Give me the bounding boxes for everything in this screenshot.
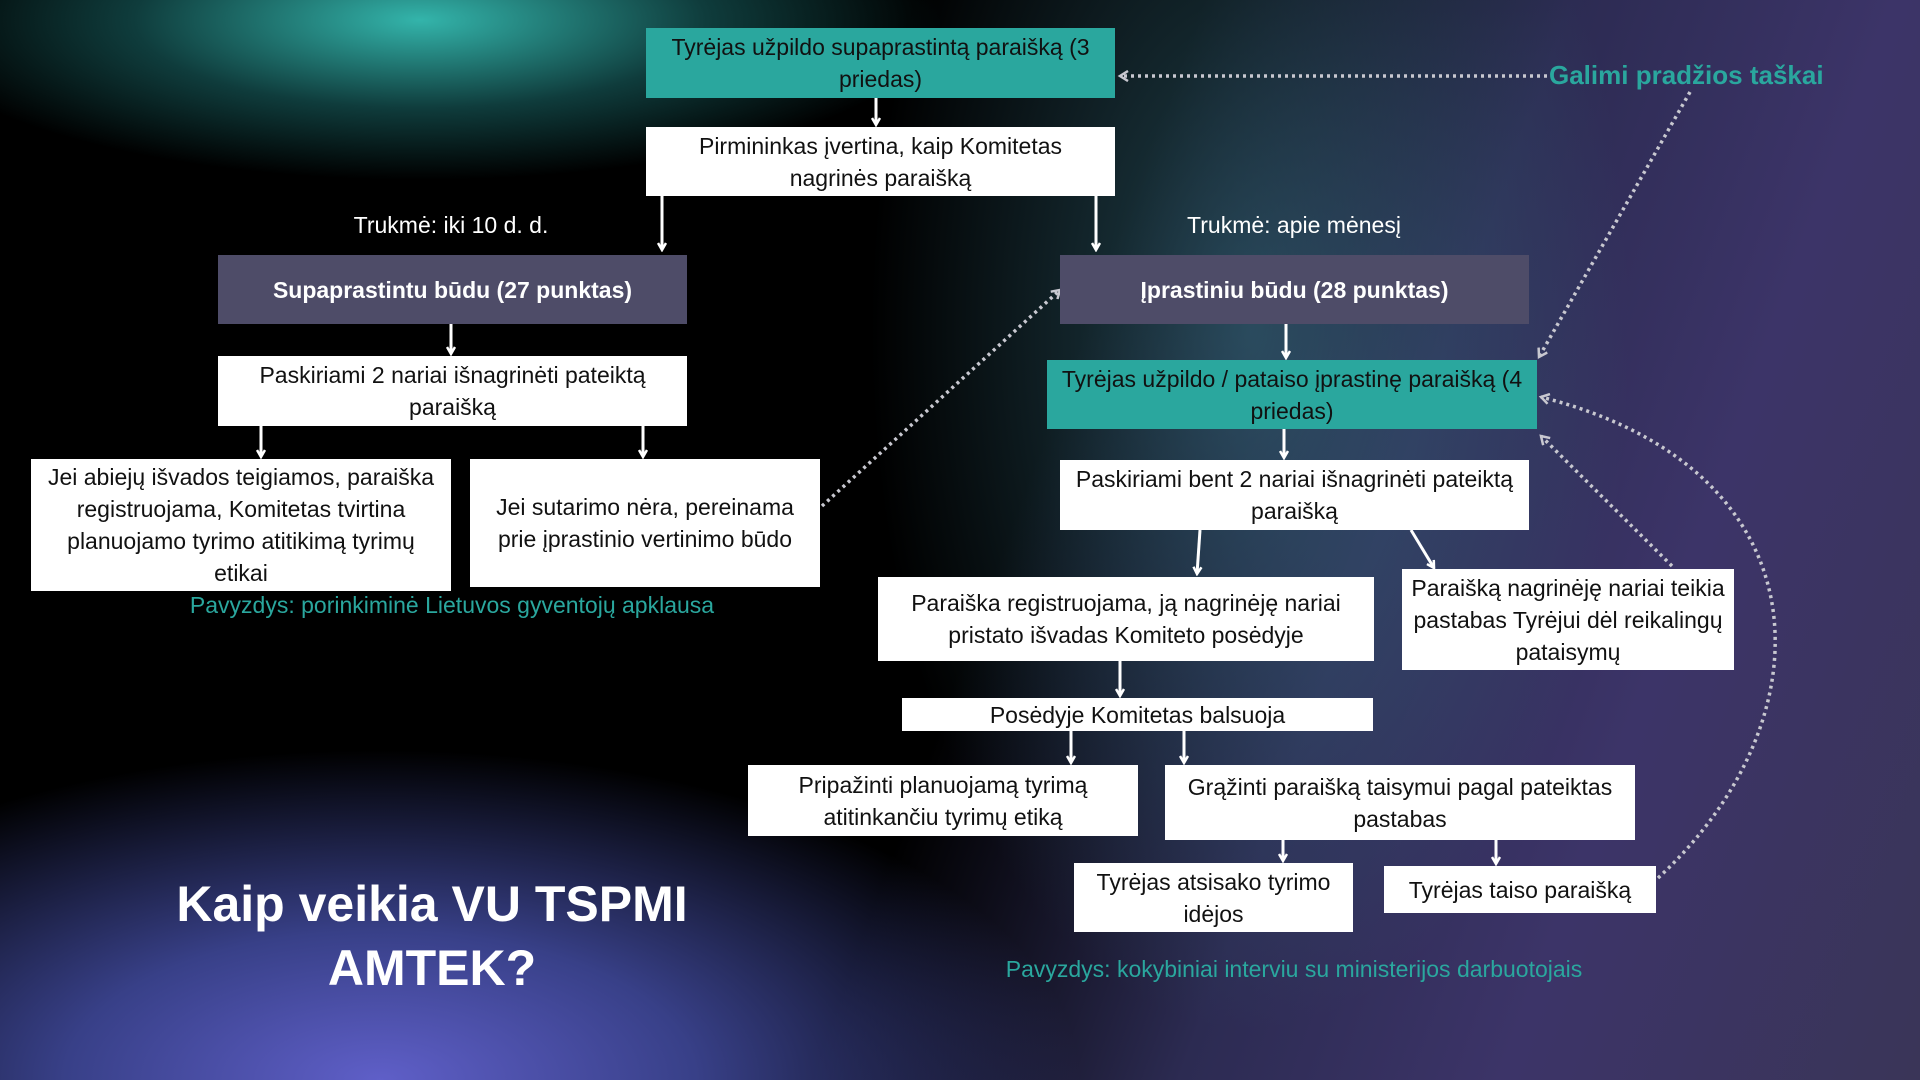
box-text: Tyrėjas atsisako tyrimo idėjos <box>1096 868 1331 927</box>
regular-application-box: Tyrėjas užpildo / pataiso įprastinę para… <box>1047 360 1537 429</box>
dotted-arrow <box>1539 91 1692 357</box>
box-text: Paraiška registruojama, ją nagrinėję nar… <box>911 590 1341 648</box>
regular-mode-box: Įprastiniu būdu (28 punktas) <box>1060 255 1529 324</box>
box-text: Supaprastintu būdu (27 punktas) <box>272 276 633 303</box>
registered-present-box: Paraiška registruojama, ją nagrinėję nar… <box>878 577 1374 661</box>
dotted-arrow <box>1541 436 1674 568</box>
return-box: Grąžinti paraišką taisymui pagal pateikt… <box>1165 765 1635 840</box>
box-text: Paskiriami 2 nariai išnagrinėti pateiktą… <box>259 362 646 420</box>
simplified-application-box: Tyrėjas užpildo supaprastintą paraišką (… <box>646 28 1115 98</box>
box-text: Tyrėjas užpildo / pataiso įprastinę para… <box>1061 365 1523 424</box>
approve-box: Pripažinti planuojamą tyrimą atitinkanči… <box>748 765 1138 836</box>
assign-at-least-two-box: Paskiriami bent 2 nariai išnagrinėti pat… <box>1060 460 1529 530</box>
box-text: Jei abiejų išvados teigiamos, paraiška r… <box>47 464 435 586</box>
box-text: Paskiriami bent 2 nariai išnagrinėti pat… <box>1075 466 1514 524</box>
title-line-1: Kaip veikia VU TSPMI <box>176 876 688 932</box>
box-text: Grąžinti paraišką taisymui pagal pateikt… <box>1187 773 1613 832</box>
assign-two-members-box: Paskiriami 2 nariai išnagrinėti pateiktą… <box>218 356 687 426</box>
example-simplified: Pavyzdys: porinkiminė Lietuvos gyventojų… <box>189 592 715 618</box>
box-text: Tyrėjas taiso paraišką <box>1408 876 1632 903</box>
duration-regular: Trukmė: apie mėnesį <box>1187 212 1401 238</box>
arrow <box>1197 529 1200 574</box>
start-points-label: Galimi pradžios taškai <box>1549 60 1824 90</box>
both-positive-box: Jei abiejų išvados teigiamos, paraiška r… <box>31 459 451 591</box>
researcher-declines-box: Tyrėjas atsisako tyrimo idėjos <box>1074 863 1353 932</box>
box-text: Pripažinti planuojamą tyrimą atitinkanči… <box>798 771 1088 830</box>
box-text: Paraišką nagrinėję nariai teikia pastaba… <box>1411 574 1725 665</box>
example-regular: Pavyzdys: kokybiniai interviu su ministe… <box>1005 956 1583 982</box>
box-text: Pirmininkas įvertina, kaip Komitetas nag… <box>698 132 1063 191</box>
title-line-2: AMTEK? <box>327 940 537 996</box>
page-title: Kaip veikia VU TSPMI AMTEK? <box>176 872 687 1000</box>
box-text: Įprastiniu būdu (28 punktas) <box>1140 276 1449 303</box>
researcher-fixes-box: Tyrėjas taiso paraišką <box>1384 866 1656 913</box>
chair-assessment-box: Pirmininkas įvertina, kaip Komitetas nag… <box>646 127 1115 196</box>
box-text: Posėdyje Komitetas balsuoja <box>989 701 1286 728</box>
box-text: Tyrėjas užpildo supaprastintą paraišką (… <box>671 34 1090 92</box>
committee-votes-box: Posėdyje Komitetas balsuoja <box>902 698 1373 731</box>
arrow <box>1409 529 1434 568</box>
members-comment-box: Paraišką nagrinėję nariai teikia pastaba… <box>1402 569 1734 670</box>
no-agreement-box: Jei sutarimo nėra, pereinama prie įprast… <box>470 459 820 587</box>
simplified-mode-box: Supaprastintu būdu (27 punktas) <box>218 255 687 324</box>
dotted-arrow <box>820 290 1060 508</box>
box-text: Jei sutarimo nėra, pereinama prie įprast… <box>496 494 794 552</box>
duration-simplified: Trukmė: iki 10 d. d. <box>353 212 549 238</box>
